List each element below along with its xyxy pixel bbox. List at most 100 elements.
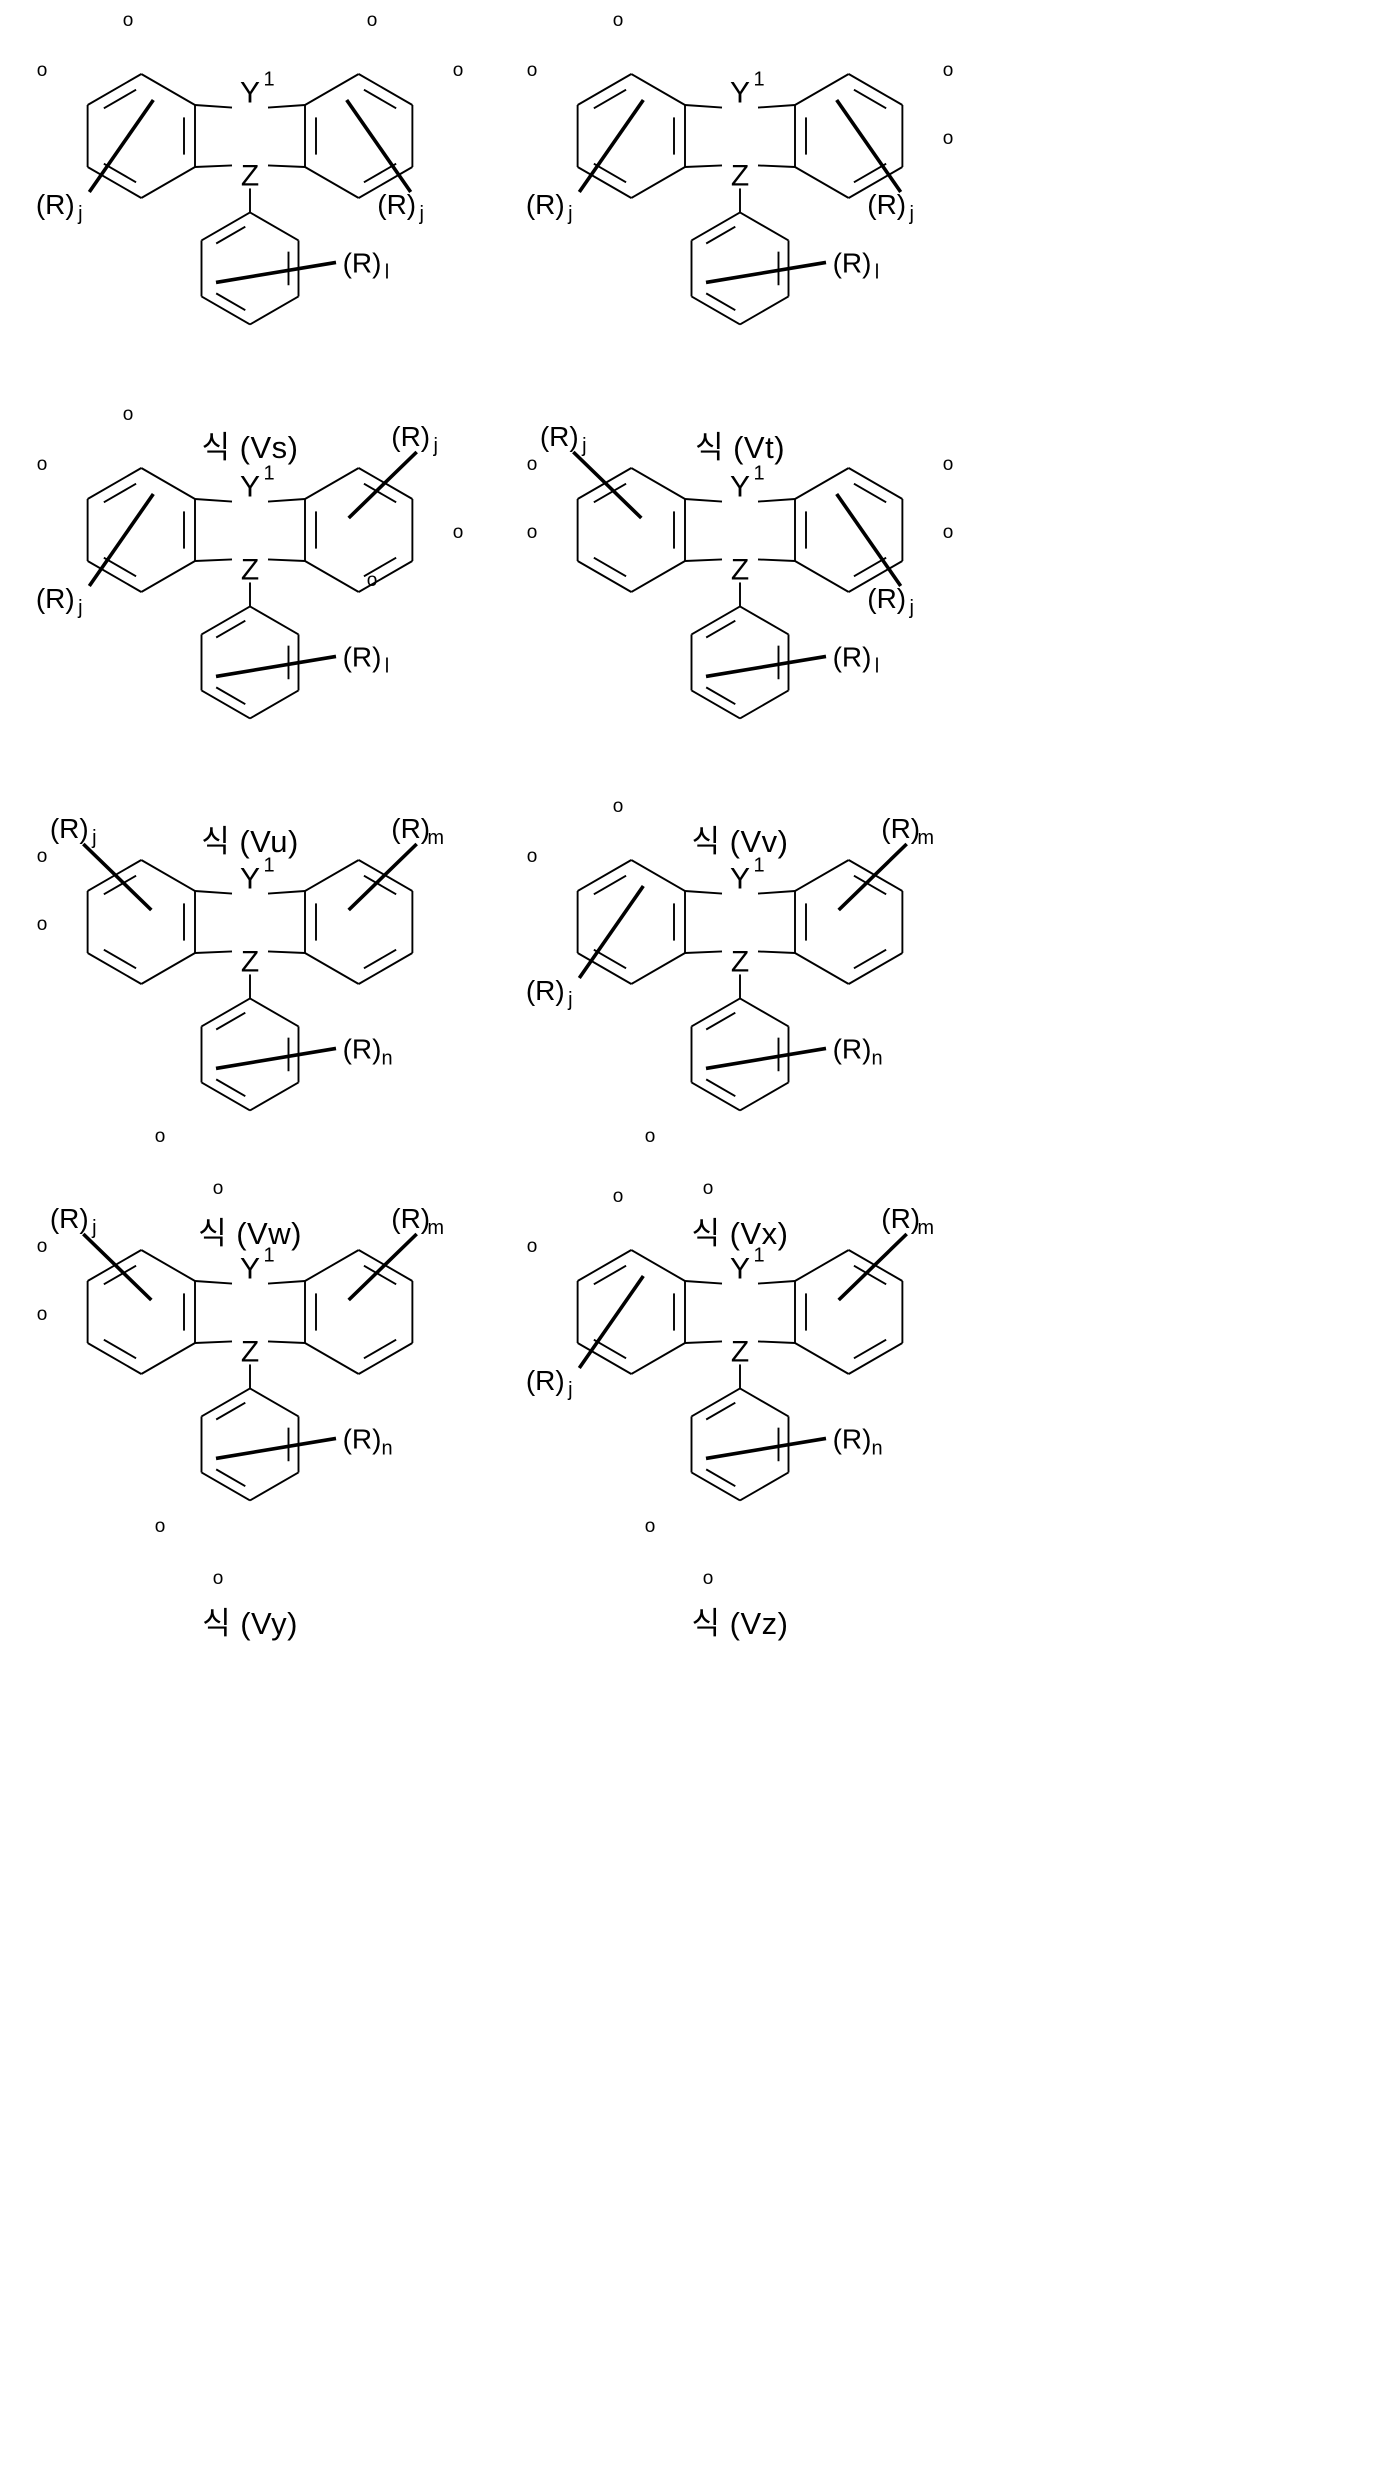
position-marker-o: o (943, 454, 954, 475)
bond-to-Y-right (267, 890, 306, 895)
substituent-pendant-R: (R) (343, 1033, 382, 1064)
substituent-bond-left (82, 842, 153, 912)
label-Z: Z (241, 553, 259, 586)
label-Y: Y (240, 77, 260, 110)
position-marker-o: o (527, 1236, 538, 1257)
position-marker-o: o (367, 10, 378, 31)
substituent-left-R: (R) (36, 583, 75, 614)
label-Y: Y (730, 1253, 750, 1286)
ring-bond-left (140, 1342, 196, 1375)
bond-to-Y-left (684, 890, 723, 895)
label-Y-superscript: 1 (263, 1245, 274, 1267)
position-marker-o: o (213, 1568, 224, 1589)
ring-bond-left (140, 859, 196, 892)
position-marker-o: o (155, 1126, 166, 1147)
ring-bond-pendant (691, 1387, 741, 1418)
position-marker-o: o (37, 454, 48, 475)
substituent-pendant-sub: l (385, 655, 389, 677)
position-marker-o: o (645, 1516, 656, 1537)
ring-bond-left (577, 952, 632, 985)
substituent-pendant-sub: l (875, 655, 879, 677)
aromatic-inner-left (593, 162, 627, 184)
bond-to-Z-right (267, 558, 306, 562)
ring-bond-right (794, 560, 850, 593)
substituent-bond-right (345, 98, 413, 194)
formula-caption-vt: 식 (Vt) (694, 430, 786, 465)
ring-bond-pendant (739, 605, 789, 636)
substituent-left-R: (R) (526, 975, 565, 1006)
substituent-pendant-R: (R) (343, 641, 382, 672)
aromatic-inner-pendant (705, 1011, 736, 1031)
aromatic-inner-right (363, 88, 397, 110)
ring-bond-pendant (691, 211, 741, 242)
substituent-right-R: (R) (867, 189, 906, 220)
ring-bond-pendant (249, 1471, 299, 1502)
aromatic-inner-pendant (215, 1011, 246, 1031)
substituent-left-sub: j (567, 1379, 572, 1401)
substituent-bond-pendant (215, 1436, 337, 1461)
position-marker-o: o (943, 60, 954, 81)
substituent-left-sub: j (581, 435, 586, 457)
ring-bond-left (630, 859, 686, 892)
substituent-pendant-sub: n (871, 1047, 882, 1069)
aromatic-inner-left (593, 874, 627, 896)
substituent-left-sub: j (91, 827, 96, 849)
aromatic-inner-right (363, 482, 397, 504)
substituent-right-R: (R) (391, 421, 430, 452)
substituent-left-sub: j (77, 597, 82, 619)
ring-bond-left (630, 560, 686, 593)
aromatic-inner-right (363, 1264, 397, 1286)
bond-to-Y-right (757, 1280, 796, 1285)
ring-bond-left (577, 166, 632, 199)
substituent-pendant-sub: n (381, 1047, 392, 1069)
substituent-left-sub: j (77, 203, 82, 225)
ring-bond-right (794, 73, 850, 106)
aromatic-inner-left (103, 162, 137, 184)
ring-bond-pendant (739, 997, 789, 1028)
formula-caption-vw: 식 (Vw) (198, 1216, 302, 1251)
label-Z: Z (731, 945, 749, 978)
ring-bond-right (304, 1249, 360, 1282)
ring-bond-right (304, 859, 360, 892)
label-Y-superscript: 1 (753, 69, 764, 91)
position-marker-o: o (527, 454, 538, 475)
substituent-right-R: (R) (881, 813, 920, 844)
ring-bond-right (848, 1342, 903, 1375)
ring-bond-left (140, 1249, 196, 1282)
bond-to-Z-left (684, 164, 723, 168)
bond-to-Y-right (267, 1280, 306, 1285)
bond-to-Z-left (194, 164, 233, 168)
label-Y-superscript: 1 (753, 463, 764, 485)
ring-bond-left (87, 1342, 142, 1375)
substituent-pendant-R: (R) (343, 247, 382, 278)
label-Y: Y (240, 863, 260, 896)
aromatic-inner-right (853, 1338, 887, 1360)
aromatic-inner-pendant (215, 686, 246, 706)
ring-bond-right (794, 166, 850, 199)
ring-bond-right (848, 166, 903, 199)
aromatic-inner-left (103, 88, 137, 110)
substituent-left-R: (R) (526, 189, 565, 220)
ring-bond-left (577, 1249, 632, 1282)
aromatic-inner-pendant (215, 1401, 246, 1421)
position-marker-o: o (213, 1178, 224, 1199)
substituent-right-sub: j (432, 435, 437, 457)
substituent-bond-pendant (215, 654, 337, 679)
aromatic-inner-pendant (215, 225, 246, 245)
ring-bond-right (304, 73, 360, 106)
ring-bond-pendant (691, 295, 741, 326)
aromatic-inner-pendant (705, 1401, 736, 1421)
ring-bond-left (577, 1342, 632, 1375)
position-marker-o: o (37, 914, 48, 935)
position-marker-o: o (37, 1236, 48, 1257)
substituent-bond-left (87, 492, 155, 588)
ring-bond-left (577, 73, 632, 106)
